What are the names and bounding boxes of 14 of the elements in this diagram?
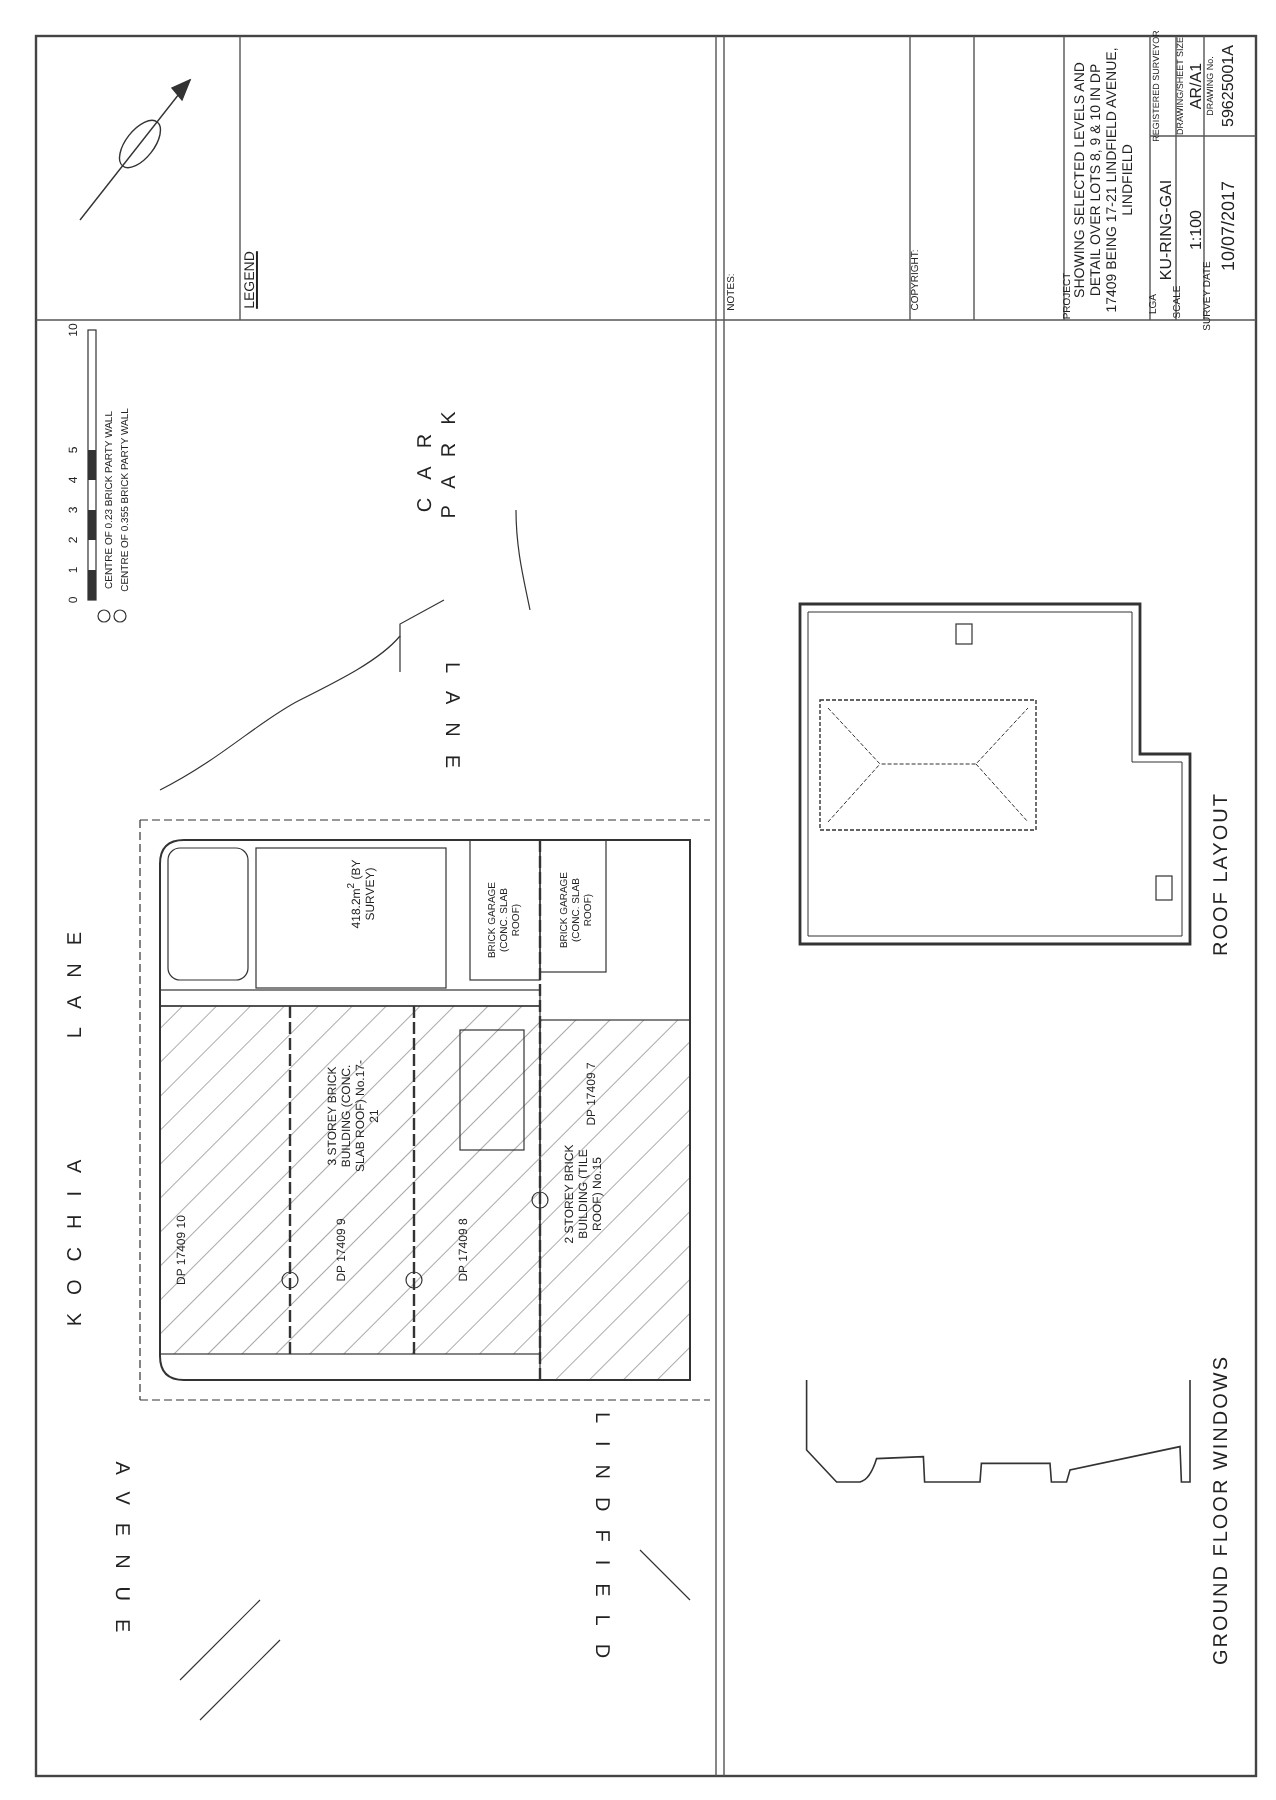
area-label: PARK bbox=[438, 393, 462, 519]
street-name: LINDFIELD bbox=[588, 1411, 612, 1677]
field-value: 1:100 bbox=[1186, 209, 1206, 251]
street-name: LANE bbox=[64, 913, 88, 1039]
field-value: AR/A1 bbox=[1186, 62, 1206, 110]
field-value: 10/07/2017 bbox=[1217, 180, 1239, 272]
drawing-title: GROUND FLOOR WINDOWS bbox=[1210, 1355, 1234, 1665]
street-name: AVENUE bbox=[108, 1461, 132, 1651]
field-value: KU-RING-GAI bbox=[1156, 179, 1176, 281]
area-label: CAR bbox=[414, 415, 438, 513]
street-name: LANE bbox=[438, 661, 462, 787]
field-value: 59625001A bbox=[1218, 45, 1238, 127]
drawing-title: ROOF LAYOUT bbox=[1210, 792, 1234, 956]
street-name: KOCHIA bbox=[64, 1141, 88, 1327]
